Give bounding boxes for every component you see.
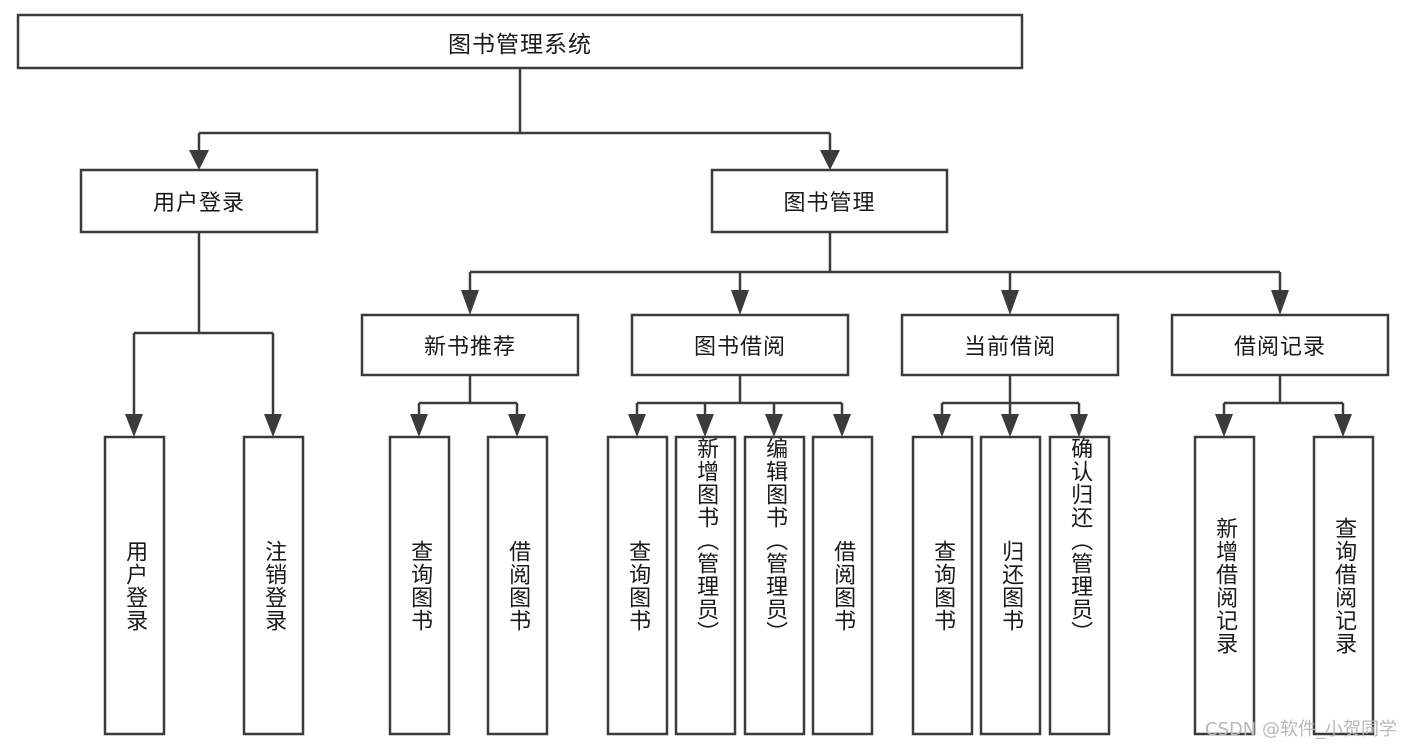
node-new-book-recommend-box[interactable]	[360, 313, 580, 377]
leaf-box-book-borrow-3[interactable]	[811, 435, 874, 736]
leaf-box-current-borrow-2[interactable]	[1048, 435, 1111, 736]
arrow-to-leaf-logout	[264, 414, 282, 437]
leaf-box-book-borrow-1[interactable]	[674, 435, 737, 736]
leaf-box-new-book-0[interactable]	[388, 435, 451, 736]
node-book-manage-box[interactable]	[710, 168, 949, 234]
arrow-to-leaf-user-login	[125, 414, 143, 437]
arrow-to-borrow-record	[1271, 290, 1289, 315]
leaf-box-user-login-0[interactable]	[103, 435, 166, 736]
leaf-box-book-borrow-0[interactable]	[606, 435, 669, 736]
node-current-borrow-box[interactable]	[900, 313, 1120, 377]
arrow-to-book-borrow	[731, 290, 749, 315]
arrow-to-leaf-nb-1	[410, 414, 428, 437]
arrow-to-leaf-bb-4	[833, 414, 851, 437]
leaf-box-borrow-record-1[interactable]	[1312, 435, 1375, 736]
arrow-to-new-book	[461, 290, 479, 315]
arrow-to-leaf-bb-3	[765, 414, 783, 437]
arrow-to-leaf-br-1	[1215, 414, 1233, 437]
arrow-to-current-borrow	[1001, 290, 1019, 315]
arrow-to-user-login	[189, 150, 209, 170]
node-borrow-record-box[interactable]	[1170, 313, 1390, 377]
arrow-to-leaf-bb-1	[628, 414, 646, 437]
node-user-login-box[interactable]	[79, 168, 319, 234]
leaf-box-current-borrow-1[interactable]	[979, 435, 1042, 736]
arrow-to-leaf-nb-2	[508, 414, 526, 437]
leaf-box-current-borrow-0[interactable]	[911, 435, 974, 736]
arrow-to-leaf-cb-1	[933, 414, 951, 437]
leaf-box-new-book-1[interactable]	[486, 435, 549, 736]
leaf-box-borrow-record-0[interactable]	[1193, 435, 1256, 736]
arrow-to-leaf-cb-2	[1001, 414, 1019, 437]
arrow-to-book-manage	[820, 150, 840, 170]
node-book-borrow-box[interactable]	[630, 313, 850, 377]
node-root-box[interactable]	[16, 13, 1024, 70]
arrow-to-leaf-bb-2	[696, 414, 714, 437]
leaf-box-book-borrow-2[interactable]	[743, 435, 806, 736]
leaf-box-user-login-1[interactable]	[242, 435, 305, 736]
arrow-to-leaf-cb-3	[1070, 414, 1088, 437]
arrow-to-leaf-br-2	[1334, 414, 1352, 437]
